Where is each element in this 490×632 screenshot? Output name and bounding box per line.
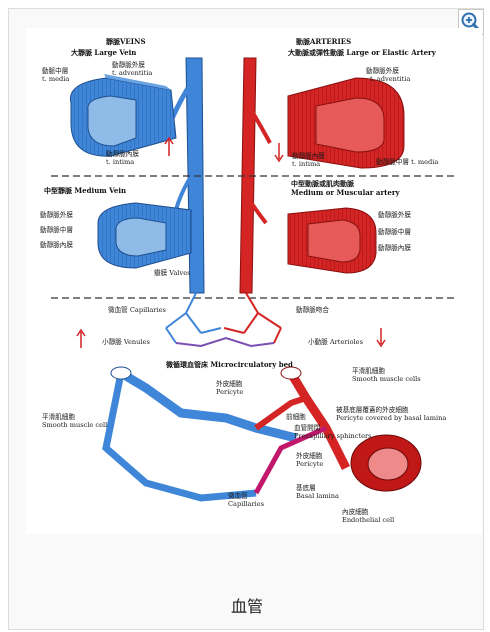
label-basal: 基底層 (296, 483, 316, 492)
label-medium-artery-cn: 中型動脈或肌肉動脈 (291, 179, 354, 188)
label-precapillary-sphincter-en: Precapillary sphincters (294, 432, 372, 440)
medium-artery-section (288, 208, 376, 273)
label-lv-media: 動脈中層 (42, 66, 68, 75)
image-card: 靜脈VEINS 動脈ARTERIES 大靜脈 Large Vein 大動脈或彈性… (8, 8, 484, 630)
label-medium-artery-en: Medium or Muscular artery (291, 188, 401, 197)
label-la-media: 動靜脈中層 t. media (376, 157, 438, 166)
label-mv-inner: 動靜脈內膜 (40, 240, 73, 249)
label-capillaries-bottom: 微血管 (228, 491, 248, 500)
label-large-artery: 大動脈或彈性動脈 Large or Elastic Artery (288, 48, 437, 57)
label-capillaries-bottom-en: Capillaries (228, 500, 265, 508)
blood-vessel-illustration: 靜脈VEINS 動脈ARTERIES 大靜脈 Large Vein 大動脈或彈性… (26, 28, 482, 534)
label-pericyte-mid: 外皮細胞 (296, 451, 323, 460)
label-precapillary: 前細胞 (286, 412, 306, 421)
figure-caption: 血管 (9, 593, 485, 617)
label-pericyte-top-en: Pericyte (216, 388, 243, 396)
label-smooth-muscle-right: 平滑肌細胞 (352, 366, 385, 375)
label-la-intima: 動靜脈內膜 (292, 151, 325, 160)
label-lv-adventitia: 動靜脈外膜 (112, 60, 145, 69)
large-vein-section (70, 74, 176, 156)
label-lv-adventitia-en: t. adventitia (112, 69, 152, 77)
label-smooth-muscle-left-en: Smooth muscle cell (42, 421, 107, 429)
label-ma-outer: 動靜脈外膜 (378, 210, 411, 219)
label-la-intima-en: t. intima (292, 160, 320, 168)
label-lv-media-en: t. media (42, 75, 69, 83)
label-la-adventitia: 動靜脈外膜 (366, 66, 399, 75)
medium-vein-section (98, 203, 191, 268)
label-pericyte-top: 外皮細胞 (216, 379, 243, 388)
label-basal-lamina-pericyte: 被基底層覆蓋的外皮細胞 (336, 405, 409, 414)
label-mv-valve: 瓣膜 Valves (154, 268, 191, 277)
label-mv-middle: 動靜脈中層 (40, 225, 73, 234)
label-ma-inner: 動靜脈內膜 (378, 243, 411, 252)
label-capillaries-top: 微血管 Capillaries (108, 305, 166, 314)
label-lv-intima-en: t. intima (106, 158, 134, 166)
label-ma-middle: 動靜脈中層 (378, 227, 411, 236)
label-large-vein: 大靜脈 Large Vein (71, 48, 136, 57)
label-smooth-muscle-left: 平滑肌細胞 (42, 412, 75, 421)
blood-vessel-figure[interactable]: 靜脈VEINS 動脈ARTERIES 大靜脈 Large Vein 大動脈或彈性… (26, 28, 482, 534)
label-arterioles: 小動脈 Arterioles (308, 337, 364, 346)
capillary-network (166, 293, 281, 346)
label-veins-title: 靜脈VEINS (106, 37, 146, 46)
label-endothelial: 內皮細胞 (342, 507, 369, 516)
label-venules: 小靜脈 Venules (102, 337, 150, 346)
label-basal-lamina-pericyte-en: Pericyte covered by basal lamina (336, 414, 446, 422)
label-lv-intima: 動靜脈內膜 (106, 149, 139, 158)
label-arteries-title: 動脈ARTERIES (296, 37, 351, 46)
label-precapillary-sphincter: 血管開閉 (294, 423, 321, 432)
label-basal-en: Basal lamina (296, 492, 339, 500)
label-mv-outer: 動靜脈外膜 (40, 210, 73, 219)
microcirculation (106, 367, 421, 498)
label-la-adventitia-en: t. adventitia (370, 75, 410, 83)
label-microcirculatory-bed: 微循環血管床 Microcirculatory bed (165, 360, 293, 369)
label-smooth-muscle-right-en: Smooth muscle cells (352, 375, 421, 383)
label-anastomosis: 動靜脈吻合 (296, 305, 329, 314)
label-medium-vein: 中型靜脈 Medium Vein (44, 186, 126, 195)
label-endothelial-en: Endothelial cell (342, 516, 394, 524)
label-pericyte-mid-en: Pericyte (296, 460, 323, 468)
